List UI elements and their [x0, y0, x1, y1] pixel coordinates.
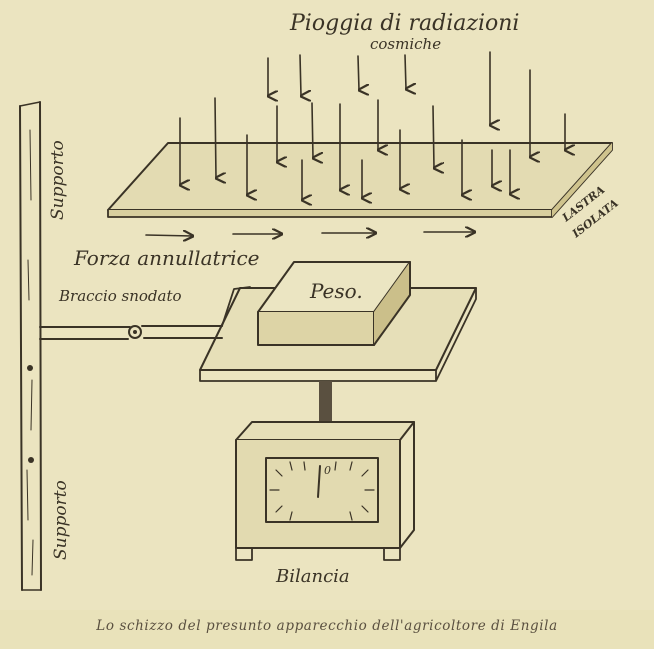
scale-label: Bilancia [275, 566, 350, 587]
support-post [19, 101, 42, 591]
cosmic-rain-title-line2: cosmiche [370, 35, 441, 53]
dial-needle [317, 465, 321, 498]
support-label-bottom: Supporto [51, 480, 71, 560]
cosmic-ray-arrows [180, 51, 565, 200]
cosmic-rain-title-line1: Pioggia di radiazioni [289, 11, 519, 36]
support-label-top: Supporto [48, 140, 68, 220]
dial-zero-mark: 0 [324, 464, 331, 477]
force-arrows [145, 232, 475, 236]
force-label: Forza annullatrice [73, 246, 260, 270]
arm-pivot-joint [128, 325, 142, 339]
articulated-arm [39, 286, 251, 340]
post-joint-top [27, 365, 33, 371]
weight-label: Peso. [309, 279, 363, 303]
insulated-plate [107, 142, 613, 218]
weight-block [257, 261, 411, 346]
scale-column [319, 381, 332, 430]
scale-body [235, 421, 415, 561]
post-joint-bottom [28, 457, 34, 463]
figure-caption: Lo schizzo del presunto apparecchio dell… [96, 618, 558, 634]
arm-label: Braccio snodato [58, 287, 182, 305]
plate-top [108, 143, 612, 210]
scale-dial: 0 [265, 457, 379, 523]
